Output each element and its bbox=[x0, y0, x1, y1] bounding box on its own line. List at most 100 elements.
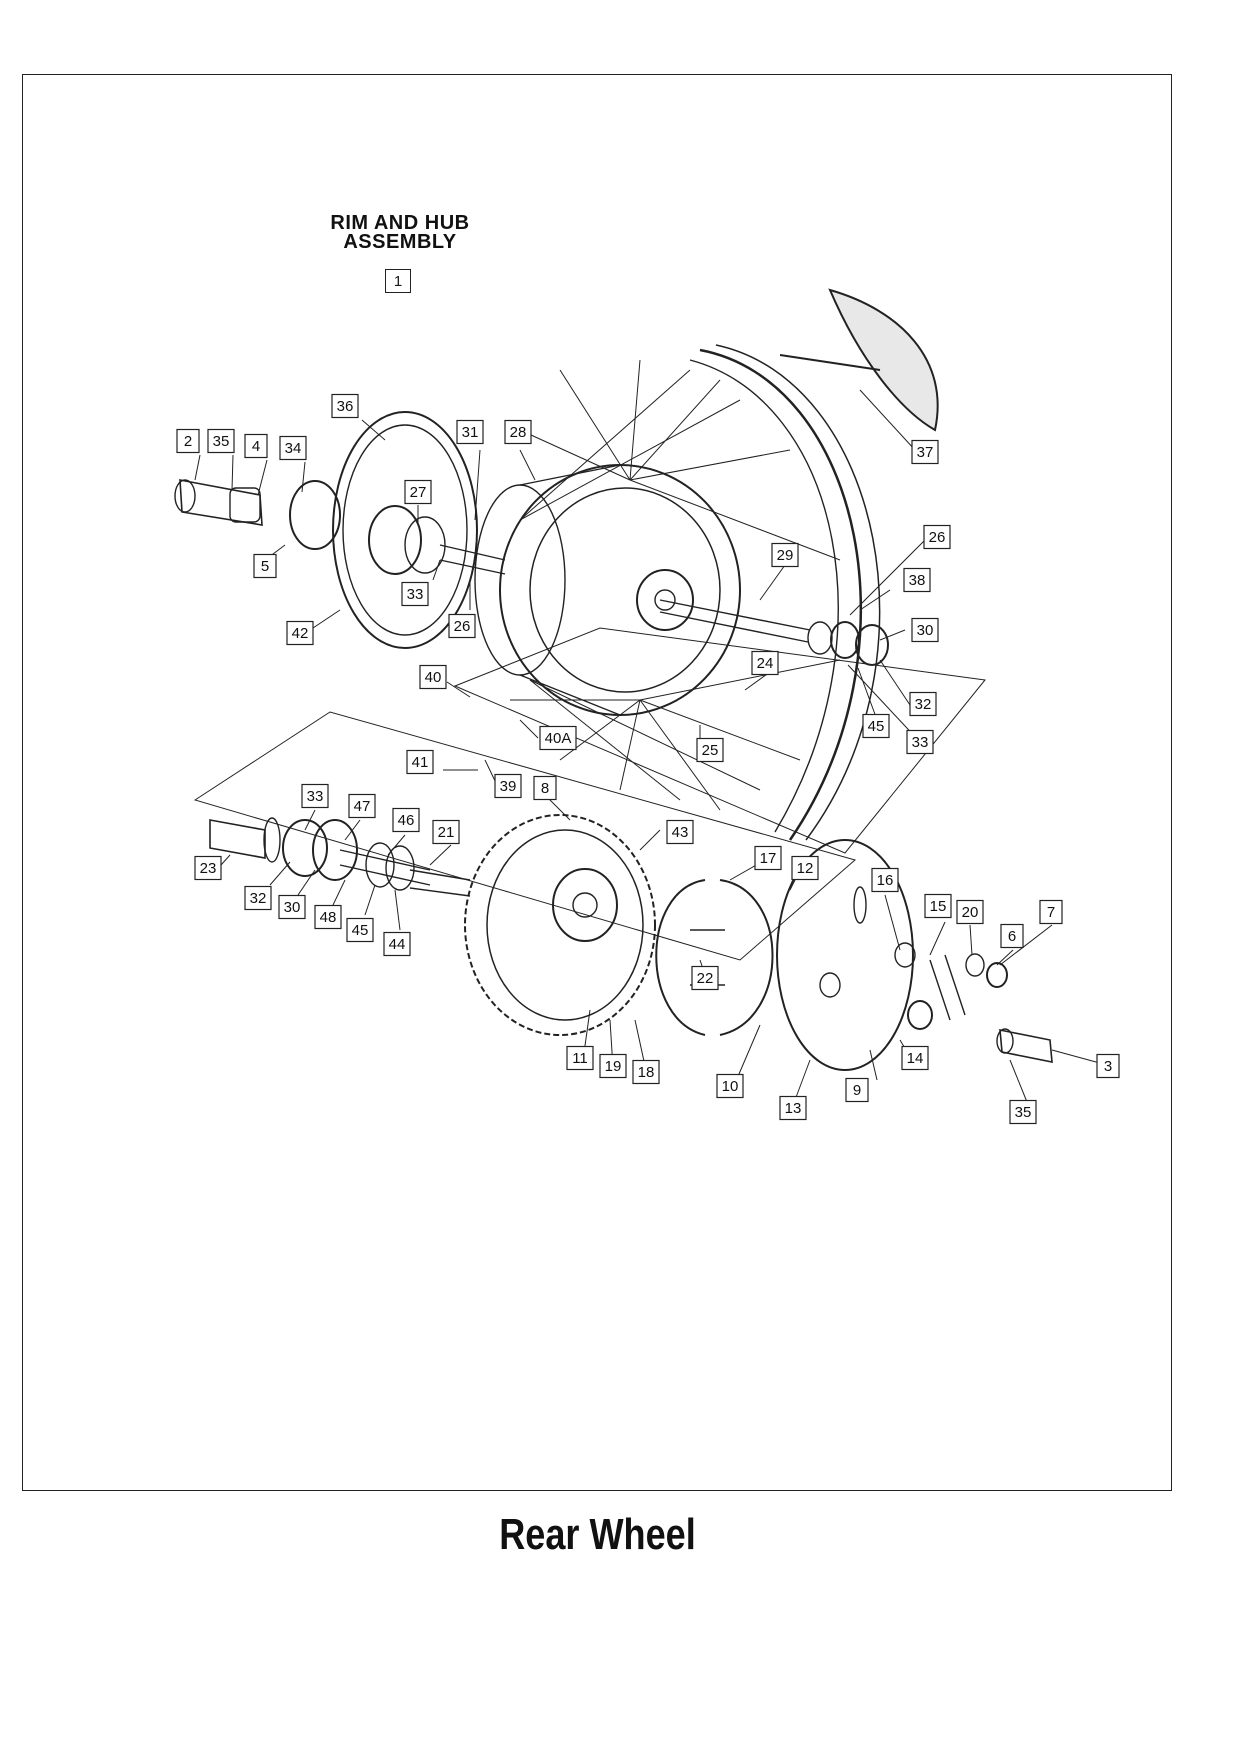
callout-number: 41 bbox=[412, 754, 429, 771]
callout-box bbox=[456, 419, 484, 445]
callout-36: 36 bbox=[331, 393, 359, 419]
callout-box bbox=[911, 439, 939, 465]
callout-number: 47 bbox=[354, 798, 371, 815]
callout-box bbox=[666, 819, 694, 845]
callout-number: 19 bbox=[605, 1058, 622, 1075]
callout-number: 26 bbox=[929, 529, 946, 546]
callout-number: 18 bbox=[638, 1064, 655, 1081]
callout-box bbox=[207, 428, 235, 454]
callout-number: 5 bbox=[261, 558, 269, 575]
callout-8: 8 bbox=[533, 775, 557, 801]
callout-35: 35 bbox=[207, 428, 235, 454]
callout-42: 42 bbox=[286, 620, 314, 646]
callout-box bbox=[566, 1045, 594, 1071]
callout-box bbox=[331, 393, 359, 419]
brake-backing-plate bbox=[776, 839, 914, 1071]
callout-17: 17 bbox=[754, 845, 782, 871]
lower-assembly-boundary bbox=[193, 711, 857, 961]
callout-33: 33 bbox=[906, 729, 934, 755]
callout-32: 32 bbox=[244, 885, 272, 911]
callout-38: 38 bbox=[903, 567, 931, 593]
callout-number: 34 bbox=[285, 440, 302, 457]
assembly-title: RIM AND HUB ASSEMBLY bbox=[290, 213, 510, 252]
callout-6: 6 bbox=[1000, 923, 1024, 949]
callout-box bbox=[845, 1077, 869, 1103]
hub-shell bbox=[474, 464, 741, 716]
brake-shoes bbox=[655, 879, 774, 1036]
callout-box bbox=[301, 783, 329, 809]
callout-box bbox=[871, 867, 899, 893]
callout-number: 28 bbox=[510, 424, 527, 441]
callout-9: 9 bbox=[845, 1077, 869, 1103]
callout-14: 14 bbox=[901, 1045, 929, 1071]
callout-box bbox=[432, 819, 460, 845]
callout-number: 39 bbox=[500, 778, 517, 795]
callout-number: 15 bbox=[930, 898, 947, 915]
callout-number: 42 bbox=[292, 625, 309, 642]
assembly-reference-box: 1 bbox=[385, 269, 411, 293]
callout-box bbox=[632, 1059, 660, 1085]
callout-19: 19 bbox=[599, 1053, 627, 1079]
figure-caption: Rear Wheel bbox=[499, 1510, 696, 1559]
callout-33: 33 bbox=[401, 581, 429, 607]
callout-number: 14 bbox=[907, 1050, 924, 1067]
callout-number: 16 bbox=[877, 872, 894, 889]
callout-box bbox=[383, 931, 411, 957]
callout-number: 40A bbox=[545, 730, 572, 747]
callout-number: 17 bbox=[760, 850, 777, 867]
callout-37: 37 bbox=[911, 439, 939, 465]
callout-box bbox=[244, 885, 272, 911]
callout-box bbox=[1009, 1099, 1037, 1125]
callout-box bbox=[956, 899, 984, 925]
callout-box bbox=[909, 691, 937, 717]
callout-28: 28 bbox=[504, 419, 532, 445]
callout-box bbox=[1096, 1053, 1120, 1079]
callout-5: 5 bbox=[253, 553, 277, 579]
callout-number: 4 bbox=[252, 438, 260, 455]
callout-7: 7 bbox=[1039, 899, 1063, 925]
callout-box bbox=[911, 617, 939, 643]
callout-10: 10 bbox=[716, 1073, 744, 1099]
callout-39: 39 bbox=[494, 773, 522, 799]
chain-guard bbox=[779, 288, 939, 432]
callout-box bbox=[419, 664, 447, 690]
brake-lever-hardware bbox=[894, 942, 1053, 1063]
callout-40: 40 bbox=[419, 664, 447, 690]
callout-box bbox=[194, 855, 222, 881]
callout-box bbox=[539, 725, 577, 751]
callout-box bbox=[599, 1053, 627, 1079]
wheel-rim bbox=[689, 344, 881, 841]
callout-box bbox=[404, 479, 432, 505]
callout-number: 30 bbox=[917, 622, 934, 639]
callout-3: 3 bbox=[1096, 1053, 1120, 1079]
callout-number: 21 bbox=[438, 824, 455, 841]
callout-number: 32 bbox=[250, 890, 267, 907]
callout-number: 36 bbox=[337, 398, 354, 415]
callout-number: 8 bbox=[541, 780, 549, 797]
callout-box bbox=[696, 737, 724, 763]
callout-45: 45 bbox=[346, 917, 374, 943]
callout-number: 45 bbox=[352, 922, 369, 939]
callout-box bbox=[346, 917, 374, 943]
callout-40A: 40A bbox=[539, 725, 577, 751]
callout-number: 33 bbox=[407, 586, 424, 603]
lower-axle-parts bbox=[209, 817, 471, 897]
callout-number: 23 bbox=[200, 860, 217, 877]
callout-15: 15 bbox=[924, 893, 952, 919]
callout-18: 18 bbox=[632, 1059, 660, 1085]
callout-number: 29 bbox=[777, 547, 794, 564]
callout-32: 32 bbox=[909, 691, 937, 717]
callout-34: 34 bbox=[279, 435, 307, 461]
callout-box bbox=[903, 567, 931, 593]
callout-leader-lines bbox=[194, 389, 1108, 1103]
callout-number: 3 bbox=[1104, 1058, 1112, 1075]
callout-20: 20 bbox=[956, 899, 984, 925]
rear-sprocket bbox=[464, 814, 656, 1036]
callout-number: 26 bbox=[454, 618, 471, 635]
callout-number: 37 bbox=[917, 444, 934, 461]
callout-number: 7 bbox=[1047, 904, 1055, 921]
callout-box bbox=[392, 807, 420, 833]
